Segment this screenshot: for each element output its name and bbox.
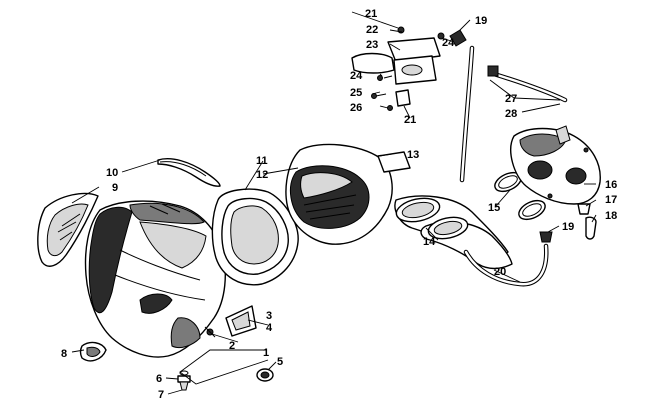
callout-1: 1 (263, 347, 269, 359)
callout-6: 6 (156, 373, 162, 385)
callout-18: 18 (605, 210, 617, 222)
callout-5: 5 (277, 356, 283, 368)
callout-21b: 21 (404, 114, 416, 126)
callout-4: 4 (266, 322, 273, 334)
callout-21a: 21 (365, 8, 377, 20)
filter-frame-part (211, 188, 299, 286)
bracket-plate-part (225, 305, 257, 337)
callout-17: 17 (605, 194, 617, 206)
callout-labels: 1 2 3 4 5 6 7 8 9 10 11 12 13 14 15 16 1… (61, 8, 617, 401)
upper-bracket-assembly (351, 26, 445, 111)
side-duct-part (37, 192, 99, 267)
callout-24a: 24 (442, 37, 455, 49)
callout-14: 14 (423, 236, 436, 248)
callout-12: 12 (256, 169, 268, 181)
callout-9: 9 (112, 182, 118, 194)
callout-27: 27 (505, 93, 517, 105)
screw-part-2 (204, 326, 216, 338)
hose-part (449, 29, 568, 287)
pad-part (79, 341, 107, 362)
callout-13: 13 (407, 149, 419, 161)
callout-23: 23 (366, 39, 378, 51)
callout-19b: 19 (562, 221, 574, 233)
leader-lines (71, 11, 597, 395)
throttle-body-part (510, 125, 601, 205)
callout-7: 7 (158, 389, 164, 401)
callout-22: 22 (366, 24, 378, 36)
callout-10: 10 (106, 167, 118, 179)
callout-20: 20 (494, 266, 506, 278)
callout-25: 25 (350, 87, 362, 99)
gasket-strip-part (157, 158, 221, 187)
callout-24b: 24 (350, 70, 363, 82)
callout-19a: 19 (475, 15, 487, 27)
air-box-part (285, 143, 393, 245)
callout-16: 16 (605, 179, 617, 191)
callout-28: 28 (505, 108, 517, 120)
callout-26: 26 (350, 102, 362, 114)
grommet-part (256, 368, 274, 382)
intake-boot-part (394, 195, 513, 270)
callout-15: 15 (488, 202, 500, 214)
callout-2: 2 (229, 340, 235, 352)
fitting-part (577, 203, 597, 240)
fastener-part (177, 370, 191, 391)
callout-3: 3 (266, 310, 272, 322)
callout-11: 11 (256, 155, 268, 167)
hood-cover-part (84, 200, 226, 358)
label-tag-part (377, 151, 411, 173)
callout-8: 8 (61, 348, 67, 360)
